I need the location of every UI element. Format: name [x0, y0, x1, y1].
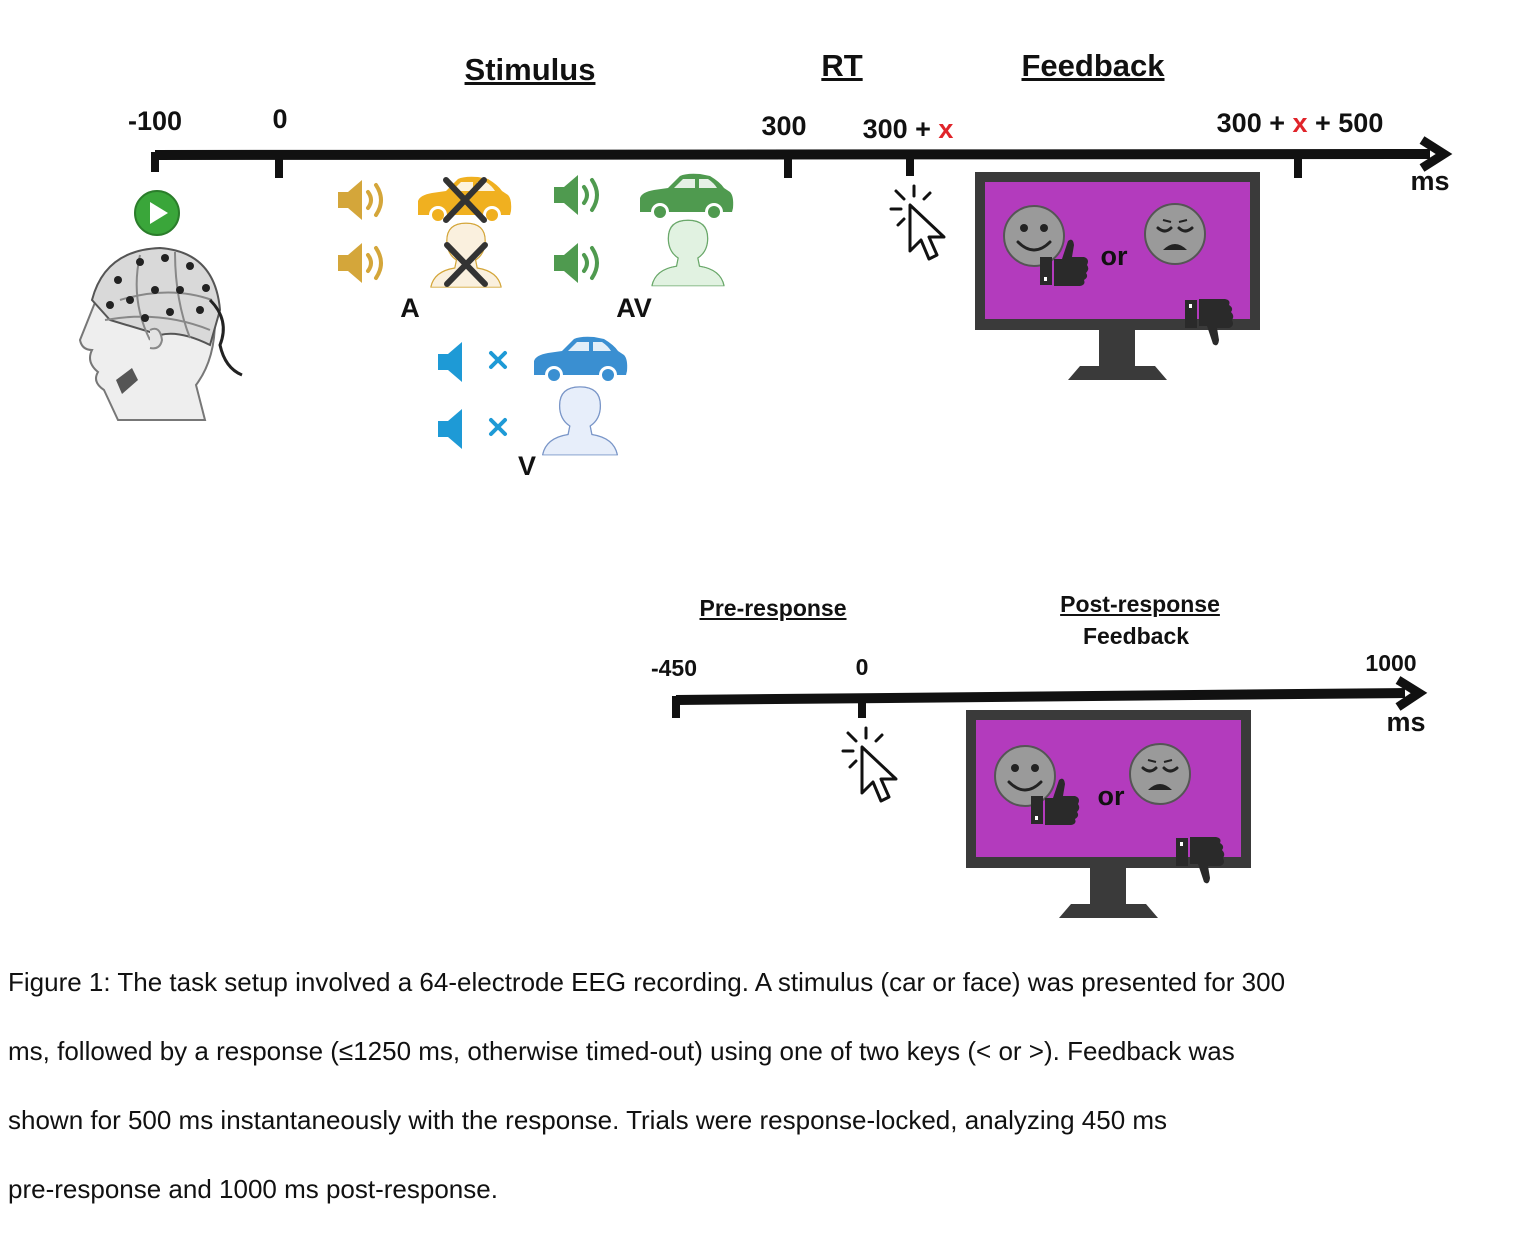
tick-label-300: 300 — [761, 111, 807, 141]
tick-label-0: 0 — [272, 104, 288, 134]
tick-label-300-plus-x-plus-500: 300 + x + 500 — [1217, 110, 1384, 137]
speaker-icon — [338, 243, 383, 283]
cursor-click-icon — [841, 726, 898, 803]
smiley-icon — [993, 744, 1057, 808]
thumbs-down-icon — [1185, 299, 1234, 346]
tick-label-text: 300 + — [1216, 108, 1293, 138]
cursor-click-icon — [889, 184, 946, 261]
tick-label-1000: 1000 — [1365, 650, 1417, 676]
tick-label-300-plus-x: 300 + x — [863, 116, 954, 143]
play-icon — [134, 190, 180, 236]
speaker-icon — [554, 175, 599, 215]
condition-audio — [338, 176, 512, 288]
thumbs-down-icon — [1176, 837, 1225, 884]
face-icon — [430, 222, 502, 288]
condition-audiovisual — [554, 173, 734, 287]
speaker-icon — [438, 409, 462, 449]
caption-line: ms, followed by a response (≤1250 ms, ot… — [8, 1036, 1235, 1066]
face-icon — [651, 219, 725, 287]
tick-label-x: x — [938, 114, 954, 144]
tick-label-minus100: -100 — [127, 106, 183, 136]
pre-response-header: Pre-response — [699, 595, 847, 621]
monitor-icon — [966, 710, 1251, 918]
timeline-2-axis — [672, 676, 1428, 718]
feedback-or-label: or — [1100, 241, 1128, 271]
tick-label-0: 0 — [855, 654, 869, 680]
post-response-feedback-label: Feedback — [1082, 623, 1190, 649]
smiley-icon — [1002, 204, 1066, 268]
speaker-icon — [554, 243, 599, 283]
condition-visual — [438, 336, 628, 456]
caption-line: shown for 500 ms instantaneously with th… — [8, 1105, 1168, 1135]
car-icon — [534, 336, 628, 384]
speaker-icon — [438, 342, 462, 382]
figure-caption: Figure 1: The task setup involved a 64-e… — [8, 960, 1523, 1236]
mute-x-icon — [489, 351, 507, 436]
caption-line: pre-response and 1000 ms post-response. — [8, 1174, 498, 1204]
face-icon — [541, 386, 619, 456]
sad-face-icon — [1143, 202, 1207, 266]
stimulus-header: Stimulus — [464, 52, 596, 87]
condition-label-v: V — [517, 451, 537, 481]
unit-label: ms — [1410, 166, 1450, 196]
feedback-header: Feedback — [1021, 48, 1165, 83]
tick-label-text: + 500 — [1307, 108, 1384, 138]
cross-icon — [443, 177, 488, 287]
unit-label: ms — [1386, 707, 1426, 737]
speaker-icon — [338, 180, 383, 220]
monitor-icon — [975, 172, 1260, 380]
eeg-head-icon — [78, 246, 243, 421]
post-response-header: Post-response — [1060, 591, 1220, 617]
timeline-1-axis — [151, 136, 1453, 178]
car-icon — [640, 173, 734, 221]
feedback-or-label: or — [1097, 781, 1125, 811]
task-diagram — [78, 136, 1453, 918]
sad-face-icon — [1128, 742, 1192, 806]
tick-label-text: 300 + — [862, 114, 939, 144]
rt-header: RT — [821, 48, 863, 83]
tick-label-x: x — [1292, 108, 1308, 138]
caption-line: Figure 1: The task setup involved a 64-e… — [8, 967, 1286, 997]
tick-label-minus450: -450 — [650, 655, 698, 681]
condition-label-a: A — [400, 293, 420, 323]
condition-label-av: AV — [616, 293, 652, 323]
